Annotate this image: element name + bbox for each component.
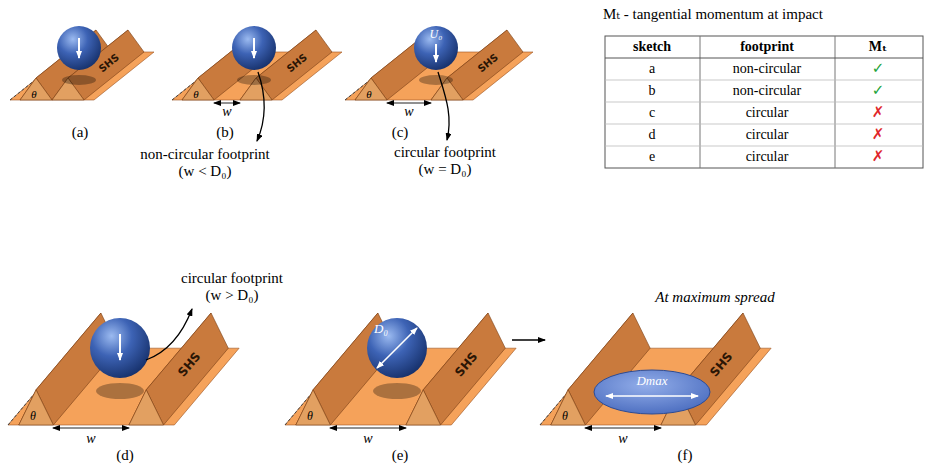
width-label: w [363,431,372,447]
table-rule [605,58,923,59]
angle-label: θ [562,410,568,424]
sketch-label: (b) [216,124,234,141]
ridge [406,313,505,425]
sequence-arrow [512,339,545,341]
droplet [57,26,101,70]
table-cell: a [649,61,655,77]
angle-label: θ [30,410,36,424]
table-cell: circular [746,149,789,165]
drop-shadow [373,383,421,399]
surface-label: SHS [176,350,204,380]
footprint-annotation: non-circular footprint (w < D₀) [135,146,275,181]
width-label: w [404,104,413,120]
table-cell: circular [746,105,789,121]
table-cell: e [649,149,655,165]
droplet-label: D₀ [374,322,388,337]
table-rule [605,146,923,147]
state-note: At maximum spread [655,289,774,306]
table-cell: non-circular [733,83,801,99]
surface-label: SHS [708,350,736,380]
sketch-label: (a) [72,124,89,141]
surface-label: SHS [285,51,310,74]
table-header: footprint [740,39,794,55]
width-arrow [214,103,240,104]
trench-sketch [285,313,516,425]
table-rule [605,102,923,103]
table-rule [605,124,923,125]
leader-arrow [146,309,192,360]
trench-sketch [540,313,771,425]
surface-label: SHS [453,350,481,380]
width-arrow [53,428,129,429]
cross-mark: ✗ [872,104,885,121]
drop-shadow [96,383,144,399]
width-label: w [222,104,231,120]
sketch-label: (d) [116,447,134,464]
table-title: Mₜ - tangential momentum at impact [603,6,823,23]
impact-arrow [119,334,121,360]
surface-label: SHS [476,51,501,74]
width-arrow [585,428,661,429]
angle-label: θ [366,88,371,101]
spread-droplet [594,370,710,414]
sketch-label: (f) [678,447,693,464]
table-cell: c [649,105,655,121]
check-mark: ✓ [872,60,885,77]
table-rule [605,80,923,81]
droplet [90,318,150,378]
ridge [129,313,228,425]
table-cell: non-circular [733,61,801,77]
drop-shadow [62,75,96,85]
diameter-arrow [606,395,698,397]
droplet [367,318,427,378]
droplet [232,26,276,70]
drop-shadow [419,75,453,85]
surface-label: SHS [97,51,122,74]
table-frame [605,36,923,168]
droplet-label: U₀ [430,28,443,42]
footprint-annotation: circular footprint (w > D₀) [175,270,290,305]
angle-label: θ [31,88,36,101]
width-label: w [86,431,95,447]
width-label: w [618,431,627,447]
width-arrow [330,428,406,429]
width-arrow [387,103,431,104]
impact-arrow [253,38,255,58]
table-header: Mₜ [869,39,887,55]
cross-mark: ✗ [872,126,885,143]
table-cell: b [649,83,656,99]
droplet-label: Dmax [636,374,667,389]
droplet [414,26,458,70]
angle-label: θ [193,88,198,101]
leader-arrow [257,72,264,141]
impact-arrow [78,38,80,58]
table-header: sketch [633,39,671,55]
footprint-annotation: circular footprint (w = D₀) [388,144,503,179]
leader-arrow [438,72,449,140]
table-cell: circular [746,127,789,143]
check-mark: ✓ [872,82,885,99]
table-cell: d [649,127,656,143]
cross-mark: ✗ [872,148,885,165]
sketch-label: (e) [392,447,409,464]
drop-shadow [237,75,271,85]
trench-sketch [8,313,239,425]
impact-arrow [435,44,437,62]
angle-label: θ [307,410,313,424]
sketch-label: (c) [392,124,409,141]
